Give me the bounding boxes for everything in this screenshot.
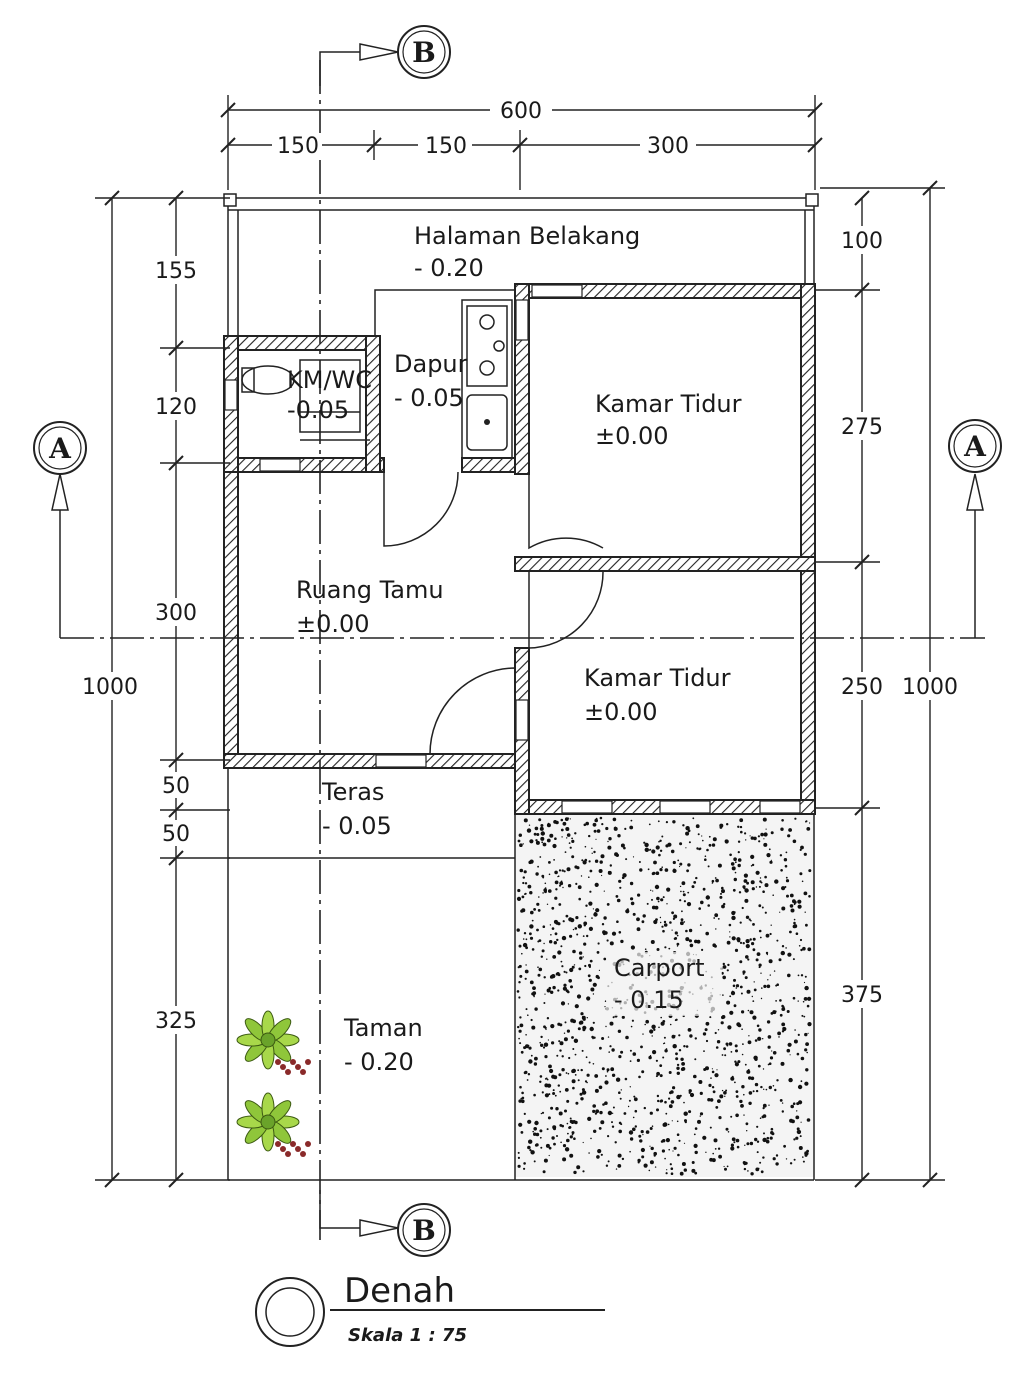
room-halaman-belakang: Halaman Belakang - 0.20 [414,222,640,282]
room-level: - 0.15 [614,986,684,1014]
plant-icon [236,1010,311,1157]
dim-left-segment: 50 [162,822,190,847]
room-name: Teras [321,778,384,806]
dim-left-segment: 325 [155,1009,197,1034]
carport-gravel-area [515,815,813,1177]
toilet-fixture [241,359,361,433]
drawing-title: Denah [344,1271,455,1311]
section-marker-label: B [412,36,436,69]
room-labels: Halaman Belakang - 0.20 Dapur - 0.05 KM/… [287,222,742,1076]
dim-right-total: 1000 [902,675,958,700]
room-level: ±0.00 [595,422,669,450]
room-level: ±0.00 [296,610,370,638]
dim-right-segment: 250 [841,675,883,700]
dim-left-segment: 300 [155,601,197,626]
dim-top-segment: 150 [425,134,467,159]
walls [223,283,816,815]
section-marker-b-bottom: B [319,1190,451,1257]
section-marker-a-right: A [948,419,1002,540]
section-marker-label: B [412,1214,436,1247]
doors [300,439,604,755]
section-marker-label: A [963,430,987,463]
room-name: Kamar Tidur [584,664,731,692]
section-marker-label: A [48,432,72,465]
room-level: - 0.05 [322,812,392,840]
kitchen-stove-sink [461,299,513,459]
section-lines [59,60,985,1240]
room-name: Carport [614,954,705,982]
dimension-labels: 600 150 150 300 1000 155 120 300 50 50 3… [76,98,966,1034]
dim-left-segment: 155 [155,259,197,284]
room-taman: Taman - 0.20 [343,1014,423,1076]
room-level: -0.05 [287,396,349,424]
dim-right-segment: 100 [841,229,883,254]
room-name: Ruang Tamu [296,576,444,604]
dim-top-segment: 150 [277,134,319,159]
room-name: KM/WC [287,366,372,394]
dim-left-segment: 50 [162,774,190,799]
room-km-wc: KM/WC -0.05 [287,366,372,424]
section-marker-a-left: A [33,421,87,540]
room-level: ±0.00 [584,698,658,726]
room-name: Taman [343,1014,423,1042]
dim-left-total: 1000 [82,675,138,700]
dim-top-total: 600 [500,99,542,124]
dim-right-segment: 275 [841,415,883,440]
room-name: Kamar Tidur [595,390,742,418]
room-ruang-tamu: Ruang Tamu ±0.00 [296,576,444,638]
room-dapur: Dapur - 0.05 [394,350,468,412]
room-carport: Carport - 0.15 [606,952,722,1016]
room-name: Halaman Belakang [414,222,640,250]
room-level: - 0.20 [344,1048,414,1076]
dim-top-segment: 300 [647,134,689,159]
drawing-scale: Skala 1 : 75 [348,1325,467,1346]
dim-right-segment: 375 [841,983,883,1008]
room-level: - 0.05 [394,384,464,412]
room-level: - 0.20 [414,254,484,282]
room-name: Dapur [394,350,468,378]
dim-left-segment: 120 [155,395,197,420]
room-kamar-tidur-1: Kamar Tidur ±0.00 [595,390,742,450]
room-teras: Teras - 0.05 [321,778,392,840]
section-marker-b-top: B [319,25,451,86]
title-block: Denah Skala 1 : 75 [255,1271,605,1347]
room-kamar-tidur-2: Kamar Tidur ±0.00 [584,664,731,726]
